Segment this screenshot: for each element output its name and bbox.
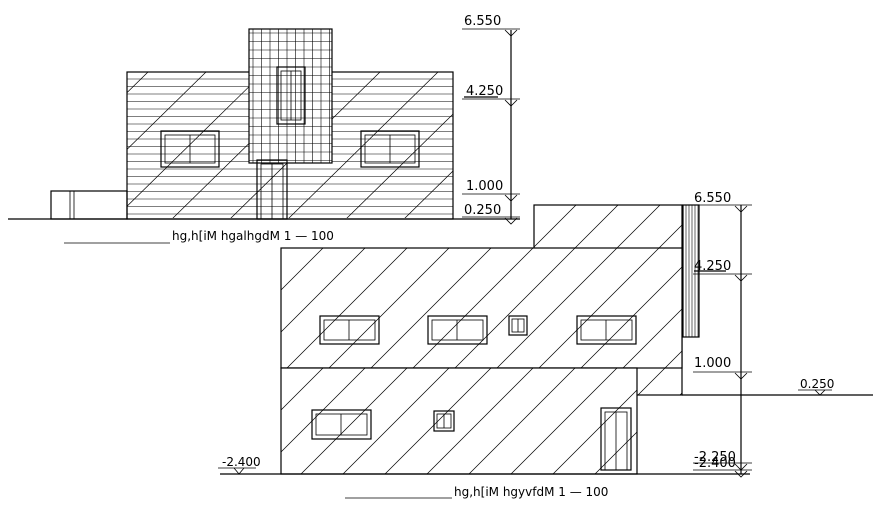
bottom-level-marker-left: -2.400	[218, 455, 261, 475]
top-window-left	[160, 130, 220, 168]
bottom-level-0250: 0.250	[800, 377, 834, 391]
top-window-tower	[276, 66, 306, 125]
bottom-lower-volume	[280, 367, 638, 475]
bottom-left-level: -2.400	[222, 455, 261, 469]
bottom-level-dimensions: 6.550 4.250 1.000 -2.250 -2.400	[693, 191, 752, 478]
bottom-upper-volume	[280, 247, 683, 369]
bottom-window-upper-3	[576, 315, 637, 345]
bottom-level-6550: 6.550	[694, 191, 731, 206]
top-elevation-caption: hg,h[iM hgalhgdM 1 — 100	[172, 229, 334, 243]
top-door	[256, 159, 288, 220]
bottom-level-4250: 4.250	[694, 259, 731, 274]
bottom-level-minus-2250: -2.250	[694, 450, 736, 465]
top-window-right	[360, 130, 420, 168]
top-level-1000: 1.000	[466, 179, 503, 194]
top-level-dimensions: 6.550 4.250 1.000 0.250	[462, 14, 520, 225]
bottom-level-marker-0250: 0.250	[798, 377, 834, 396]
top-level-4250: 4.250	[466, 84, 503, 99]
bottom-upper-hatch	[281, 248, 682, 368]
bottom-window-upper-small	[508, 315, 528, 336]
top-tower	[248, 28, 333, 164]
bottom-elevation: 6.550 4.250 1.000 -2.250 -2.400 0.250 -2…	[218, 191, 873, 499]
bottom-level-minus-2400: -2.400	[694, 456, 736, 471]
top-elevation: 6.550 4.250 1.000 0.250 hg,h[iM hgalhgdM…	[8, 14, 520, 244]
bottom-window-upper-1	[319, 315, 380, 345]
bottom-window-upper-2	[427, 315, 488, 345]
top-level-6550: 6.550	[464, 14, 501, 29]
bottom-window-lower-small	[433, 410, 455, 432]
bottom-door	[600, 407, 632, 471]
top-tower-grid	[249, 29, 332, 163]
top-left-wall	[50, 190, 128, 220]
bottom-window-lower-1	[311, 409, 372, 440]
top-level-0250: 0.250	[464, 203, 501, 218]
bottom-level-1000: 1.000	[694, 356, 731, 371]
bottom-elevation-caption: hg,h[iM hgyvfdM 1 — 100	[454, 485, 608, 499]
